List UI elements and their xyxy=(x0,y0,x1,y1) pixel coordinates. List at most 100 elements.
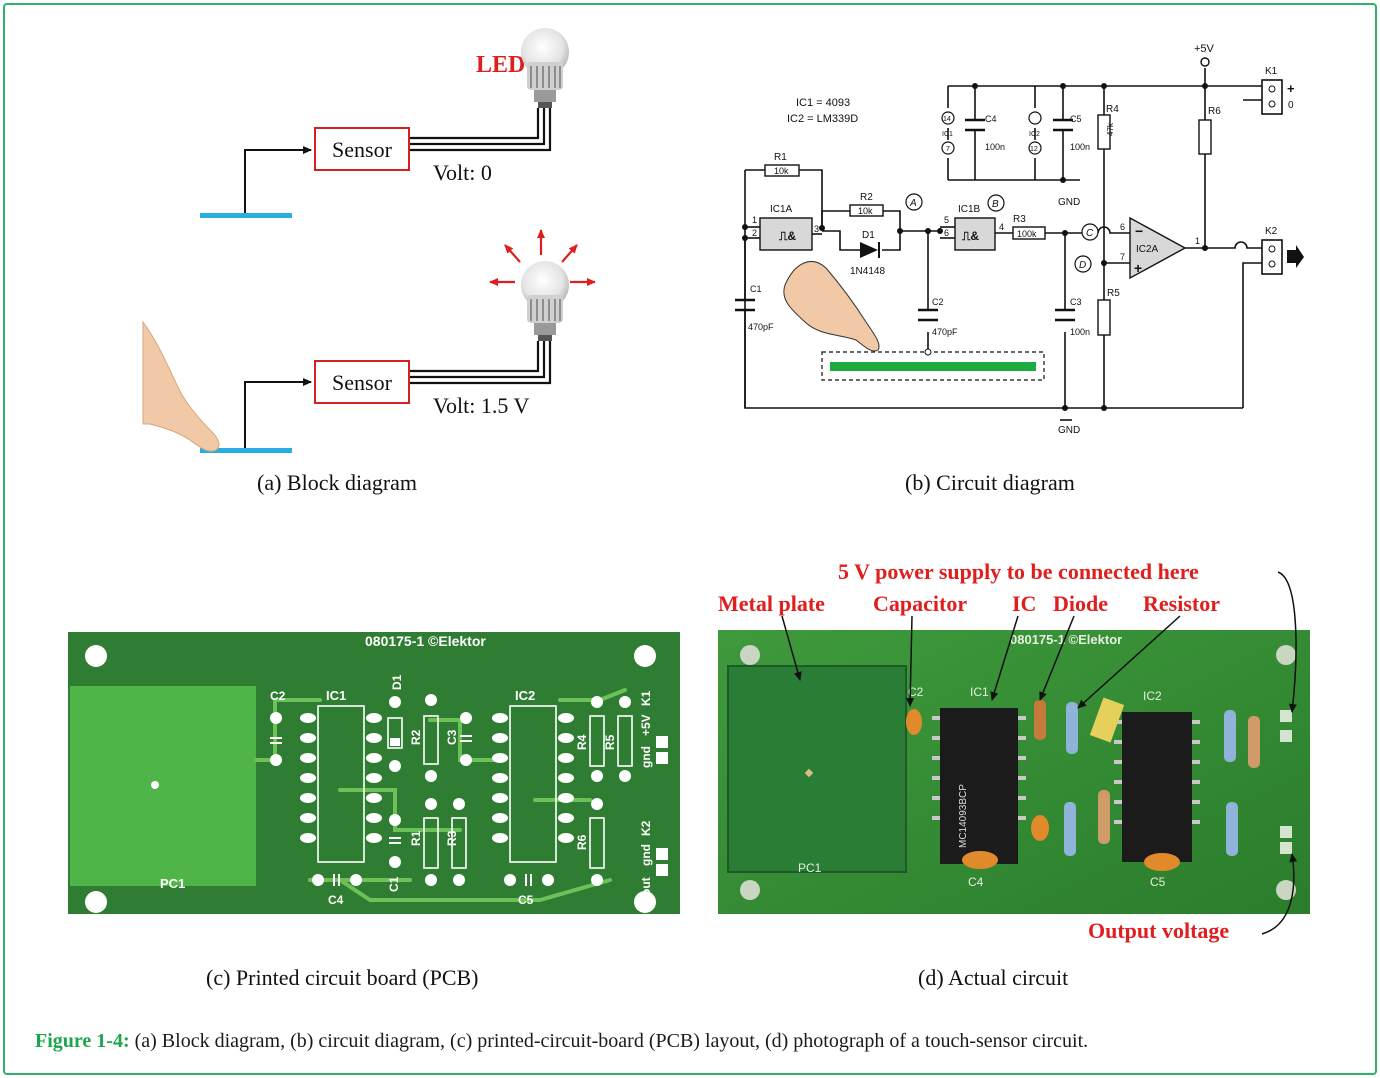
svg-text:14: 14 xyxy=(943,116,951,123)
figure-label: Figure 1-4: xyxy=(35,1030,130,1052)
svg-text:+5V: +5V xyxy=(639,714,653,736)
figure-caption: Figure 1-4: (a) Block diagram, (b) circu… xyxy=(35,1030,1355,1053)
led-bulb-icon xyxy=(521,28,569,108)
svg-text:R5: R5 xyxy=(603,734,617,750)
svg-text:R3: R3 xyxy=(445,830,459,846)
led-bulb-lit-icon xyxy=(521,261,569,341)
svg-text:R2: R2 xyxy=(860,192,873,203)
gnd-label-top: GND xyxy=(1058,197,1080,208)
svg-text:100n: 100n xyxy=(985,142,1005,152)
r3-resistor xyxy=(1012,226,1046,240)
svg-text:IC1B: IC1B xyxy=(958,204,981,215)
annot-diode: Diode xyxy=(1053,591,1108,616)
supply-label: +5V xyxy=(1194,43,1215,55)
svg-text:100k: 100k xyxy=(1017,229,1037,239)
svg-text:080175-1 ©Elektor: 080175-1 ©Elektor xyxy=(365,633,486,649)
ic-note-2: IC2 = LM339D xyxy=(787,113,858,125)
svg-text:IC2: IC2 xyxy=(515,688,535,703)
svg-text:K2: K2 xyxy=(639,820,653,836)
photo-annotations: 5 V power supply to be connected here Me… xyxy=(718,559,1229,943)
sensor-box-2 xyxy=(314,360,410,404)
svg-text:R6: R6 xyxy=(575,834,589,850)
light-rays xyxy=(489,229,596,286)
svg-text:PC1: PC1 xyxy=(798,861,822,875)
annot-ic: IC xyxy=(1012,591,1036,616)
pcb-layout: 080175-1 ©Elektor PC1 IC1 xyxy=(68,632,680,914)
svg-text:C5: C5 xyxy=(1150,875,1166,889)
touch-plate xyxy=(200,213,292,218)
svg-text:C1: C1 xyxy=(387,876,401,892)
svg-text:C1: C1 xyxy=(750,284,762,294)
r4-resistor xyxy=(1097,114,1111,150)
svg-text:−: − xyxy=(1135,223,1143,239)
d1-diode xyxy=(860,242,878,258)
volt-off-label: Volt: 0 xyxy=(433,160,492,185)
svg-text:1: 1 xyxy=(752,215,757,225)
svg-text:⎍&: ⎍& xyxy=(961,229,979,243)
touching-hand-icon xyxy=(142,320,220,452)
sensor-label: Sensor xyxy=(332,137,393,162)
svg-text:out: out xyxy=(639,877,653,896)
annot-output: Output voltage xyxy=(1088,918,1229,943)
r5-resistor xyxy=(1097,299,1111,336)
finger-hand-icon xyxy=(783,261,880,352)
pcb-metal-plate xyxy=(70,686,256,886)
svg-text:+: + xyxy=(1287,81,1295,96)
svg-text:C4: C4 xyxy=(985,114,997,124)
svg-text:0: 0 xyxy=(1288,100,1294,111)
svg-text:C5: C5 xyxy=(518,893,534,907)
svg-text:470pF: 470pF xyxy=(748,322,774,332)
svg-text:C5: C5 xyxy=(1070,114,1082,124)
svg-text:K2: K2 xyxy=(1265,226,1278,237)
svg-text:A: A xyxy=(909,198,917,209)
ic2a-opamp xyxy=(1129,216,1187,280)
caption-pcb: (c) Printed circuit board (PCB) xyxy=(206,965,479,990)
svg-text:R5: R5 xyxy=(1107,288,1120,299)
ic-note-1: IC1 = 4093 xyxy=(796,97,850,109)
svg-text:080175-1 ©Elektor: 080175-1 ©Elektor xyxy=(1010,632,1122,647)
led-label: LED xyxy=(476,52,525,78)
svg-text:R3: R3 xyxy=(1013,214,1026,225)
photo-metal-plate xyxy=(727,665,907,873)
svg-text:IC2: IC2 xyxy=(1143,689,1162,703)
svg-text:R1: R1 xyxy=(774,152,787,163)
output-arrow-icon xyxy=(1287,245,1304,268)
svg-text:7: 7 xyxy=(946,146,950,153)
svg-text:C3: C3 xyxy=(1070,297,1082,307)
svg-text:gnd: gnd xyxy=(639,746,653,768)
annot-resistor: Resistor xyxy=(1143,591,1220,616)
svg-text:MC14093BCP: MC14093BCP xyxy=(958,784,969,848)
ic1b-gate xyxy=(954,217,996,251)
annot-capacitor: Capacitor xyxy=(873,591,967,616)
ic1a-gate xyxy=(759,217,813,251)
svg-text:C: C xyxy=(1086,228,1094,239)
svg-text:IC1: IC1 xyxy=(326,688,346,703)
svg-text:IC1: IC1 xyxy=(970,685,989,699)
sensor-label-2: Sensor xyxy=(332,370,393,395)
svg-text:100n: 100n xyxy=(1070,142,1090,152)
svg-text:IC1: IC1 xyxy=(942,131,953,138)
svg-text:C4: C4 xyxy=(328,893,344,907)
svg-text:IC2: IC2 xyxy=(1029,131,1040,138)
touch-plate-2 xyxy=(200,448,292,453)
svg-text:12: 12 xyxy=(1030,146,1038,153)
svg-text:K1: K1 xyxy=(1265,66,1278,77)
svg-text:IC1A: IC1A xyxy=(770,204,793,215)
ic1-chip xyxy=(940,708,1018,864)
svg-text:R2: R2 xyxy=(409,729,423,745)
figure-caption-text: (a) Block diagram, (b) circuit diagram, … xyxy=(129,1030,1089,1052)
svg-text:1: 1 xyxy=(1195,236,1200,246)
svg-text:+: + xyxy=(1134,260,1142,276)
svg-text:6: 6 xyxy=(1120,222,1125,232)
svg-text:PC1: PC1 xyxy=(160,876,185,891)
svg-text:C2: C2 xyxy=(270,689,286,703)
k1-connector xyxy=(1261,79,1283,115)
svg-text:D1: D1 xyxy=(862,230,875,241)
svg-text:C2: C2 xyxy=(932,297,944,307)
caption-actual-circuit: (d) Actual circuit xyxy=(918,965,1069,990)
svg-text:100n: 100n xyxy=(1070,327,1090,337)
svg-text:C3: C3 xyxy=(445,729,459,745)
svg-text:⎍&: ⎍& xyxy=(778,229,796,243)
block-diagram: LED Sensor Volt: 0 xyxy=(142,28,596,453)
